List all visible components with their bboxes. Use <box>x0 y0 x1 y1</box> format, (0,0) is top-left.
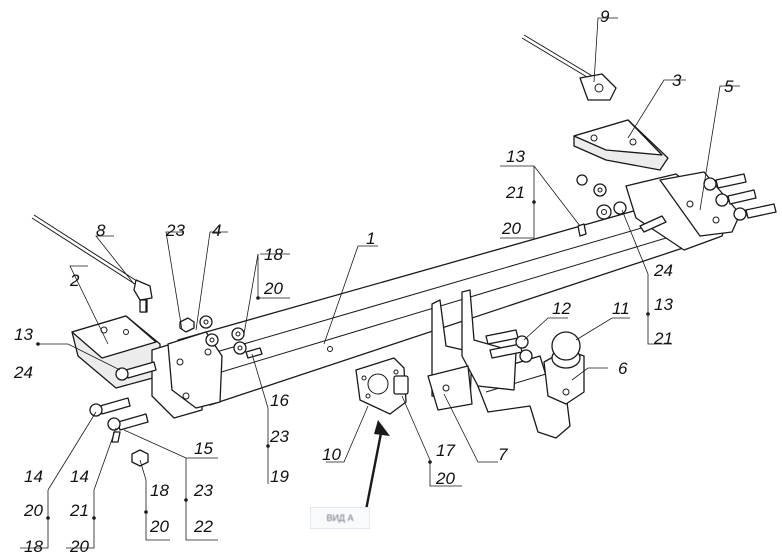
callout-1: 1 <box>366 229 375 248</box>
callout-24-right: 24 <box>653 261 673 280</box>
socket-plate <box>355 357 409 415</box>
callout-15: 15 <box>194 439 213 458</box>
callout-labels: 1 2 3 4 5 6 7 8 9 10 11 12 23 13 24 18 2… <box>13 7 734 556</box>
cable-tie-left <box>31 214 153 313</box>
right-side-plates <box>625 171 741 251</box>
callout-14-b: 14 <box>70 467 89 486</box>
callout-16: 16 <box>270 391 289 410</box>
callout-18-a: 18 <box>24 537 43 556</box>
callout-5: 5 <box>724 77 734 96</box>
callout-21-right: 21 <box>505 183 525 202</box>
right-mounting-bracket <box>573 119 669 171</box>
callout-23-mid: 23 <box>269 427 289 446</box>
callout-8: 8 <box>96 221 106 240</box>
callout-23-bottom: 23 <box>193 481 213 500</box>
callout-21-b: 21 <box>69 501 89 520</box>
callout-13-left: 13 <box>14 325 33 344</box>
callout-20-a: 20 <box>23 501 43 520</box>
callout-22: 22 <box>193 517 213 536</box>
callout-6: 6 <box>618 359 628 378</box>
callout-9: 9 <box>600 7 610 26</box>
callout-19: 19 <box>270 467 289 486</box>
view-arrow-caption-text: ВИД А <box>326 513 354 523</box>
neck-support-plates <box>427 289 533 411</box>
left-bolts <box>89 299 263 467</box>
callout-20-bottom: 20 <box>149 517 169 536</box>
cable-tie-right <box>521 34 617 101</box>
callout-24-left: 24 <box>13 363 33 382</box>
left-side-plates <box>151 315 223 419</box>
leader-dots <box>36 200 650 520</box>
callout-18-top: 18 <box>264 245 283 264</box>
callout-2: 2 <box>69 271 80 290</box>
callout-18-bottom: 18 <box>150 481 169 500</box>
callout-13-right: 13 <box>506 147 525 166</box>
view-arrow <box>364 420 390 511</box>
callout-12: 12 <box>552 299 571 318</box>
callout-13-right-lower: 13 <box>654 295 673 314</box>
callout-14-a: 14 <box>24 467 43 486</box>
callout-20-b: 20 <box>69 537 89 556</box>
callout-10: 10 <box>322 445 341 464</box>
right-bolts <box>576 173 777 237</box>
callout-11: 11 <box>612 299 630 318</box>
callout-20-socket: 20 <box>435 469 455 488</box>
left-mounting-bracket <box>71 315 161 389</box>
callout-7: 7 <box>498 445 508 464</box>
callout-21-right-lower: 21 <box>653 329 673 348</box>
callout-20-top: 20 <box>263 279 283 298</box>
callout-23-top: 23 <box>165 221 185 240</box>
callout-20-right: 20 <box>501 219 521 238</box>
callout-4: 4 <box>212 221 221 240</box>
callout-17: 17 <box>436 441 455 460</box>
callout-3: 3 <box>672 71 682 90</box>
view-arrow-caption: ВИД А <box>310 507 370 529</box>
